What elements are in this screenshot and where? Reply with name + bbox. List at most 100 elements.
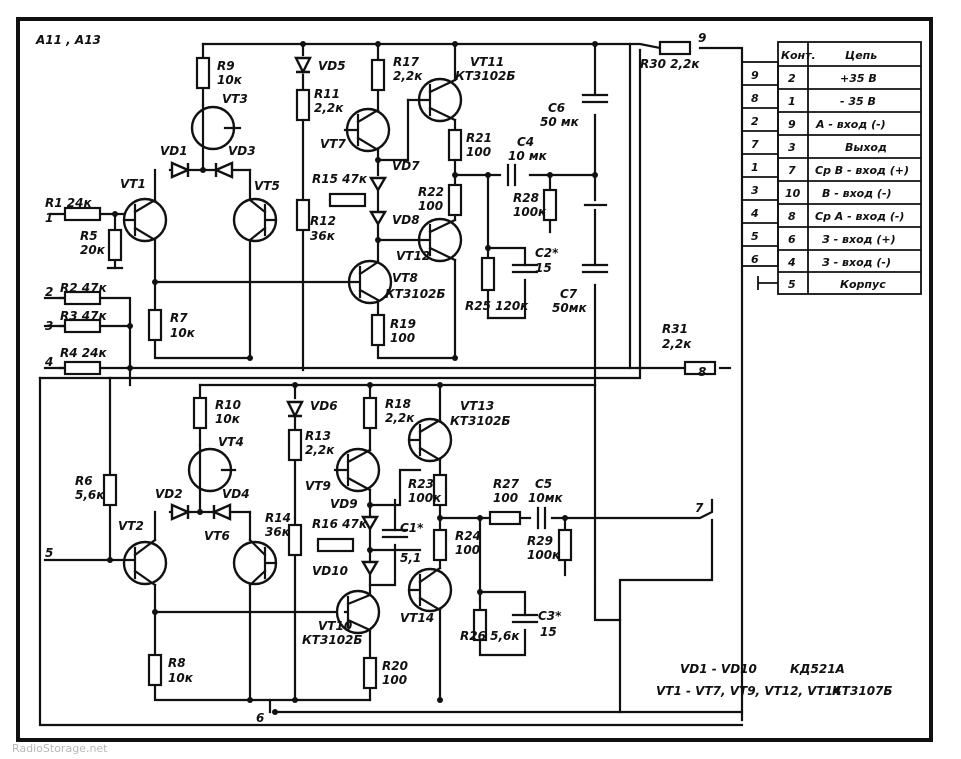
svg-text:VT5: VT5 (254, 179, 280, 193)
svg-text:R1 24к: R1 24к (45, 196, 92, 210)
svg-text:3: 3 (751, 184, 759, 197)
svg-text:6: 6 (256, 711, 264, 725)
pin-numbers: 1 2 3 4 5 6 7 8 9 (44, 31, 706, 725)
svg-text:КТ3102Б: КТ3102Б (385, 287, 446, 301)
svg-text:10к: 10к (170, 326, 196, 340)
svg-text:2,2к: 2,2к (393, 69, 423, 83)
resistor-r21 (447, 128, 463, 162)
svg-text:15: 15 (535, 261, 552, 275)
svg-text:Корпус: Корпус (840, 278, 886, 291)
svg-text:R20: R20 (382, 659, 408, 673)
resistor-r20 (362, 656, 378, 690)
svg-text:КТ3107Б: КТ3107Б (832, 684, 893, 698)
capacitor-c2 (511, 263, 539, 274)
svg-text:1: 1 (45, 211, 53, 225)
svg-text:5,1: 5,1 (400, 551, 421, 565)
resistor-r8 (147, 653, 163, 687)
svg-text:Ср А - вход (-): Ср А - вход (-) (815, 210, 904, 223)
svg-text:Выход: Выход (845, 141, 887, 154)
resistor-r29 (557, 528, 573, 562)
svg-text:R23: R23 (408, 477, 434, 491)
svg-text:R16 47к: R16 47к (312, 517, 368, 531)
svg-text:VD1: VD1 (160, 144, 188, 158)
diode-vd4 (211, 503, 232, 521)
svg-text:R22: R22 (418, 185, 444, 199)
resistor-r22 (447, 183, 463, 217)
svg-text:36к: 36к (310, 229, 336, 243)
svg-text:R7: R7 (170, 311, 188, 325)
schematic-title: A11 , A13 (35, 33, 101, 47)
svg-text:10: 10 (785, 187, 801, 200)
svg-text:9: 9 (788, 118, 796, 131)
svg-text:VT12: VT12 (396, 249, 430, 263)
svg-text:36к: 36к (265, 525, 291, 539)
svg-text:2: 2 (788, 72, 796, 85)
svg-text:6: 6 (751, 253, 759, 266)
svg-text:2: 2 (751, 115, 759, 128)
resistor-r7 (147, 308, 163, 342)
svg-text:8: 8 (698, 365, 706, 379)
resistor-r5 (107, 228, 123, 262)
svg-text:VD8: VD8 (392, 213, 420, 227)
svg-text:VD3: VD3 (228, 144, 256, 158)
part-notes: VD1 - VD10 КД521А VT1 - VT7, VT9, VT12, … (656, 662, 893, 698)
svg-text:В - вход (-): В - вход (-) (822, 187, 892, 200)
svg-text:VT7: VT7 (320, 137, 346, 151)
diodes (170, 56, 388, 577)
resistor-r25 (480, 256, 496, 292)
svg-text:R30 2,2к: R30 2,2к (640, 57, 700, 71)
svg-text:R13: R13 (305, 429, 331, 443)
svg-text:КТ3102Б: КТ3102Б (455, 69, 516, 83)
svg-text:Конт.: Конт. (781, 49, 816, 62)
resistor-r9 (195, 56, 211, 90)
svg-text:C3*: C3* (538, 609, 562, 623)
svg-text:2,2к: 2,2к (662, 337, 692, 351)
capacitor-c1 (381, 528, 409, 539)
resistor-r26 (472, 608, 488, 642)
svg-text:VD2: VD2 (155, 487, 183, 501)
svg-text:5: 5 (751, 230, 759, 243)
svg-text:100: 100 (466, 145, 491, 159)
svg-text:VD4: VD4 (222, 487, 250, 501)
svg-text:VD6: VD6 (310, 399, 338, 413)
svg-text:C4: C4 (517, 135, 534, 149)
capacitor-c7 (581, 263, 609, 274)
svg-text:50 мк: 50 мк (540, 115, 580, 129)
resistor-r6 (102, 473, 118, 507)
svg-text:R15 47к: R15 47к (312, 172, 368, 186)
resistor-r14 (287, 523, 303, 557)
svg-text:VT8: VT8 (392, 271, 418, 285)
svg-text:+35 В: +35 В (840, 72, 877, 85)
svg-text:50мк: 50мк (552, 301, 588, 315)
svg-text:- 35 В: - 35 В (840, 95, 876, 108)
svg-text:А - вход (-): А - вход (-) (815, 118, 886, 131)
svg-text:C6: C6 (548, 101, 565, 115)
svg-text:R28: R28 (513, 191, 539, 205)
svg-text:VD7: VD7 (392, 159, 420, 173)
svg-text:R6: R6 (75, 474, 93, 488)
capacitor-c5 (536, 506, 547, 530)
svg-text:3: 3 (788, 141, 796, 154)
svg-text:R29: R29 (527, 534, 553, 548)
svg-text:R11: R11 (314, 87, 340, 101)
resistor-r12 (295, 198, 311, 232)
svg-text:100: 100 (493, 491, 518, 505)
svg-text:8: 8 (788, 210, 796, 223)
svg-text:VD10: VD10 (312, 564, 348, 578)
svg-text:6: 6 (788, 233, 796, 246)
svg-text:R9: R9 (217, 59, 235, 73)
svg-text:R17: R17 (393, 55, 420, 69)
component-labels: R1 24к R5 20к R7 10к R2 47к R3 47к R4 24… (45, 55, 700, 687)
resistor-r2 (63, 290, 102, 306)
svg-text:З - вход (+): З - вход (+) (822, 233, 896, 246)
resistor-r17 (370, 58, 386, 92)
svg-text:2,2к: 2,2к (385, 411, 415, 425)
diode-vd9 (360, 515, 380, 532)
svg-text:R27: R27 (493, 477, 520, 491)
svg-text:VT2: VT2 (118, 519, 144, 533)
svg-text:VD1 - VD10: VD1 - VD10 (680, 662, 757, 676)
capacitors (381, 93, 609, 624)
svg-text:C2*: C2* (535, 246, 559, 260)
resistor-r3 (63, 318, 102, 334)
svg-text:20к: 20к (80, 243, 106, 257)
